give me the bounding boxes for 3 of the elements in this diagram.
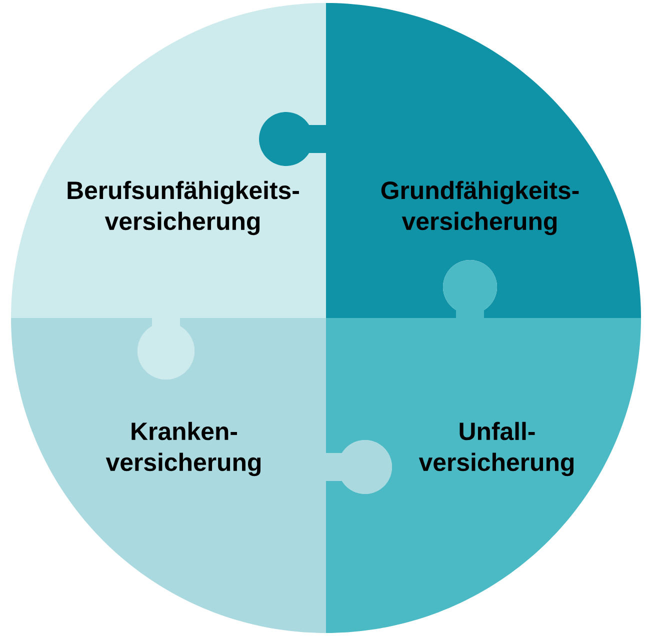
puzzle-piece: Kranken- versicherung bbox=[11, 318, 392, 633]
puzzle-piece: Unfall- versicherung bbox=[326, 260, 641, 633]
puzzle-piece: Berufsunfähigkeits- versicherung bbox=[11, 3, 326, 380]
